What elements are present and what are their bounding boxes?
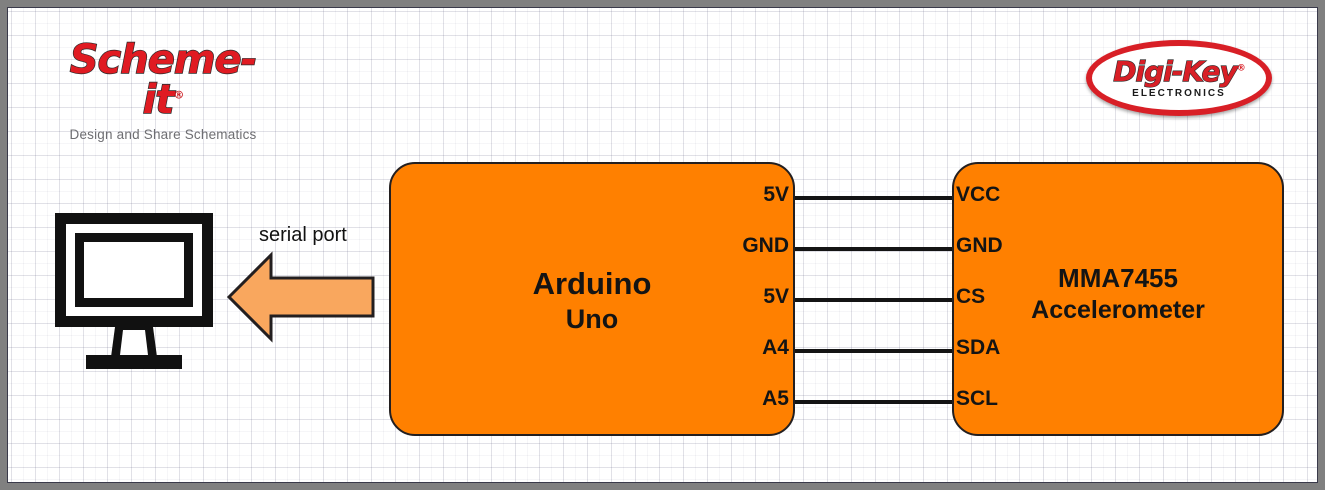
wire-5v-vcc	[794, 196, 953, 200]
digikey-subtitle: ELECTRONICS	[1132, 87, 1226, 99]
pin-label-mma-vcc: VCC	[956, 183, 1001, 206]
digikey-logo: Digi-Key® ELECTRONICS	[1086, 40, 1272, 116]
schemeit-tagline: Design and Share Schematics	[69, 127, 257, 142]
digikey-logo-inner: Digi-Key® ELECTRONICS	[1086, 40, 1272, 116]
schemeit-logo: Scheme-it® Design and Share Schematics	[63, 37, 263, 142]
computer-monitor-icon	[53, 211, 225, 376]
schemeit-wordmark: Scheme-it®	[63, 37, 263, 123]
wire-a5-scl	[794, 400, 953, 404]
block-mma7455-title: MMA7455	[1058, 263, 1178, 293]
serial-port-label: serial port	[259, 224, 347, 246]
pin-label-mma-sda: SDA	[956, 336, 1001, 359]
schemeit-registered-mark: ®	[173, 88, 184, 102]
digikey-registered-mark: ®	[1236, 63, 1246, 74]
serial-port-arrow-icon	[226, 248, 376, 351]
block-arduino-uno[interactable]: Arduino Uno	[389, 162, 795, 436]
pin-label-arduino-a5: A5	[762, 387, 789, 410]
digikey-wordmark: Digi-Key®	[1113, 54, 1246, 88]
digikey-wordmark-text: Digi-Key	[1113, 54, 1239, 88]
pin-label-arduino-5v-vcc: 5V	[763, 183, 789, 206]
pin-label-mma-scl: SCL	[956, 387, 998, 410]
wire-a4-sda	[794, 349, 953, 353]
pin-label-arduino-a4: A4	[762, 336, 789, 359]
block-mma7455-accelerometer[interactable]: MMA7455 Accelerometer	[952, 162, 1284, 436]
wire-gnd-gnd	[794, 247, 953, 251]
block-mma7455-subtitle: Accelerometer	[1031, 296, 1205, 324]
block-arduino-title: Arduino	[532, 266, 652, 301]
pin-label-mma-cs: CS	[956, 285, 986, 308]
digikey-oval-border	[1086, 40, 1272, 116]
pin-label-mma-gnd: GND	[956, 234, 1003, 257]
block-arduino-subtitle: Uno	[565, 304, 619, 334]
pin-label-arduino-5v-cs: 5V	[763, 285, 789, 308]
schematic-sheet: Scheme-it® Design and Share Schematics D…	[7, 7, 1318, 483]
wire-5v-cs	[794, 298, 953, 302]
schemeit-wordmark-text: Scheme-it	[69, 37, 258, 123]
pin-label-arduino-gnd: GND	[742, 234, 789, 257]
